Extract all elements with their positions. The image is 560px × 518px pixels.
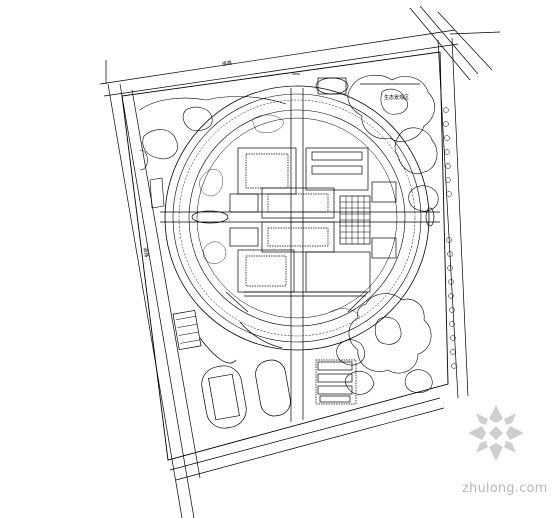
northeast-road-4 (449, 31, 501, 35)
building-nw (237, 147, 297, 195)
south-steps (225, 291, 369, 313)
ring-4 (188, 109, 406, 327)
northeast-road-2 (419, 5, 479, 75)
building-center-top (261, 187, 335, 219)
east-road-edge-2 (451, 37, 469, 397)
tree-rows (443, 107, 457, 369)
east-gate (425, 207, 435, 227)
building-east-1 (371, 181, 397, 203)
west-road-label: 道路 (141, 246, 150, 258)
building-ne (305, 147, 369, 191)
sports-area (172, 309, 291, 429)
ring-texture (199, 114, 361, 319)
ring-garden-w (199, 169, 223, 197)
running-track (201, 365, 247, 429)
ring-inner (196, 117, 398, 319)
landscape-ne (347, 74, 439, 212)
ring-outer (164, 85, 430, 351)
building-center-bottom (261, 221, 335, 253)
west-road-edge-2 (119, 83, 195, 518)
northeast-road-3 (437, 11, 493, 71)
central-buildings (225, 147, 397, 313)
site-boundary (121, 51, 449, 461)
nw-building (149, 177, 165, 209)
courts (172, 309, 202, 351)
south-building-4 (319, 395, 351, 403)
watermark-text: zhulong.com (462, 481, 548, 496)
south-building-1 (317, 361, 353, 371)
building-east-2 (371, 237, 397, 259)
northeast-road-1 (409, 7, 471, 81)
building-center-bottom-inner (267, 227, 329, 247)
se-landscape-2 (374, 316, 402, 345)
se-landscape-5 (344, 371, 375, 395)
central-ring (164, 85, 430, 351)
building-sw-inner (245, 255, 287, 287)
east-grid-lines (340, 196, 370, 244)
north-plaza-oval (315, 77, 349, 95)
nw-landscape-2 (182, 106, 213, 131)
se-landscape-3 (336, 339, 366, 366)
ne-landscape-4 (408, 185, 439, 212)
building-west-wing-2 (229, 227, 259, 247)
west-road-edge-1 (107, 83, 183, 518)
building-se (305, 251, 371, 293)
se-landscape-4 (404, 369, 433, 393)
north-plaza (292, 73, 420, 95)
building-center-top-inner (267, 193, 329, 213)
south-building-zone (315, 359, 357, 405)
north-road-edge-1 (99, 29, 456, 85)
landscape-nw (139, 96, 287, 209)
nw-landscape-3 (139, 149, 148, 171)
ne-landscape-1 (347, 74, 435, 142)
ne-landscape-3 (394, 127, 438, 175)
ring-garden-sw (203, 241, 227, 264)
roads (99, 5, 501, 518)
south-buildings (199, 321, 357, 405)
west-plaza (191, 210, 229, 224)
football-field (208, 373, 240, 421)
north-plaza-lines (292, 73, 420, 85)
nw-landscape-1 (142, 129, 178, 160)
south-building-3 (317, 385, 353, 395)
building-ne-band-2 (311, 165, 363, 175)
northeast-area-label: 生态景观区 (384, 95, 410, 101)
landscape-se (336, 293, 433, 395)
south-building-2 (317, 373, 353, 383)
west-road-edge-3 (131, 89, 201, 479)
south-path-2 (199, 337, 237, 364)
nw-landscape-arc (139, 96, 287, 111)
court-lines (176, 316, 200, 344)
ne-landscape-2 (380, 88, 408, 115)
south-path-1 (239, 321, 283, 349)
sports-oval (255, 359, 291, 417)
building-nw-inner (245, 153, 289, 189)
north-plaza-rect (317, 77, 347, 95)
ring-2 (172, 93, 422, 343)
ring-3 (178, 99, 416, 337)
south-road-edge-1 (169, 397, 441, 471)
north-road-edge-2 (103, 43, 459, 97)
zhulong-logo (468, 405, 524, 461)
building-ne-band-1 (311, 151, 363, 161)
se-landscape-1 (348, 293, 432, 374)
south-road-edge-2 (175, 407, 445, 481)
building-west-wing (229, 193, 259, 213)
south-colonnade (244, 291, 366, 297)
ring-garden-s (329, 308, 361, 319)
